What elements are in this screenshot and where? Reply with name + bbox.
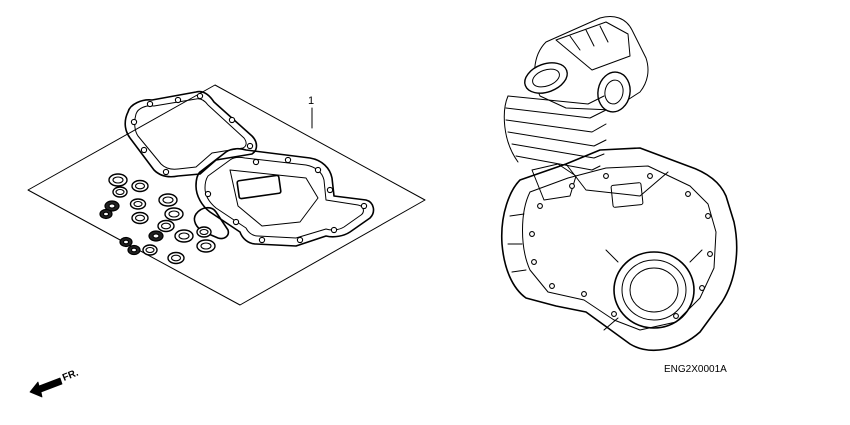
diagram-code: ENG2X0001A: [664, 364, 727, 375]
cover-gasket: [195, 147, 375, 247]
front-arrow-label: FR.: [61, 367, 80, 383]
cover-gasket-inner: [204, 156, 364, 239]
gasket-bolt-holes: [130, 92, 368, 244]
case-left-detail: [507, 213, 527, 273]
head-cover-line: [555, 21, 631, 71]
callout-1-label: 1: [308, 95, 314, 107]
gasket-kit-sheet: [27, 84, 426, 306]
housing-ring-outer: [613, 251, 695, 329]
housing-boss: [603, 249, 703, 331]
engine-illustration: [500, 16, 738, 352]
crankcase-gasket: [124, 90, 258, 178]
valve-cap: [524, 62, 568, 94]
head-cover-fins: [569, 25, 609, 51]
crankcase: [500, 147, 738, 352]
small-rect-gasket: [236, 174, 282, 200]
cylinder-fins: [503, 95, 607, 171]
small-shaped-gasket: [193, 206, 230, 240]
front-arrow: FR.: [29, 367, 80, 398]
case-top-detail: [565, 163, 669, 197]
case-bolt-holes: [529, 173, 713, 319]
crankcase-gasket-inner: [134, 98, 247, 170]
o-rings: [99, 173, 216, 265]
spark-plug-boss: [597, 71, 631, 113]
inspection-plate: [610, 182, 644, 208]
front-arrow-icon: [29, 377, 63, 398]
intake-stub: [531, 163, 577, 201]
case-cover-gasket: [522, 165, 717, 331]
cover-gasket-ridge: [229, 169, 319, 227]
gasket-kit-group: 1: [27, 84, 426, 306]
